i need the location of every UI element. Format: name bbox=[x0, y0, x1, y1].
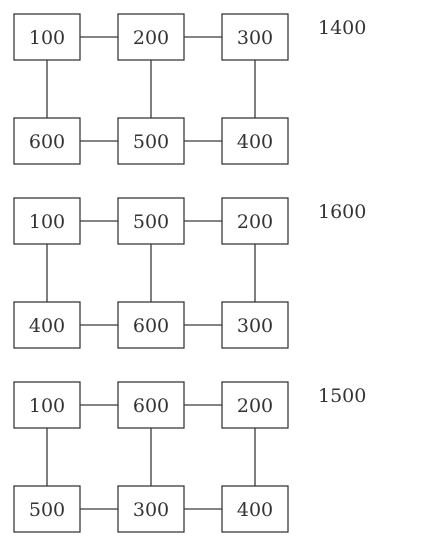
group-2-top-box-2-label: 500 bbox=[133, 211, 169, 233]
group-3-top-box-1-label: 100 bbox=[29, 395, 65, 417]
group-3-bottom-box-3: 400 bbox=[221, 485, 289, 533]
group-3-top-box-3-label: 200 bbox=[237, 395, 273, 417]
group-3-bottom-box-2-frame bbox=[117, 485, 185, 533]
group-2-bottom-box-1-frame bbox=[13, 301, 81, 349]
group-1-bottom-box-3-label: 400 bbox=[237, 131, 273, 153]
group-3-bottom-box-3-frame bbox=[221, 485, 289, 533]
group-1-top-box-2-frame bbox=[117, 13, 185, 61]
group-1-bottom-box-2: 500 bbox=[117, 117, 185, 165]
group-2-bottom-box-2-label: 600 bbox=[133, 315, 169, 337]
group-1-top-box-2: 200 bbox=[117, 13, 185, 61]
group-3-reference-label: 1500 bbox=[318, 385, 366, 407]
group-2-bottom-box-2-frame bbox=[117, 301, 185, 349]
group-2-bottom-box-3: 300 bbox=[221, 301, 289, 349]
group-1-bottom-box-2-frame bbox=[117, 117, 185, 165]
group-2-top-box-1-label: 100 bbox=[29, 211, 65, 233]
group-3-bottom-box-2: 300 bbox=[117, 485, 185, 533]
group-2-top-box-1: 100 bbox=[13, 197, 81, 245]
group-2-top-box-3-frame bbox=[221, 197, 289, 245]
group-2-top-box-1-frame bbox=[13, 197, 81, 245]
group-1-bottom-box-2-label: 500 bbox=[133, 131, 169, 153]
group-1-bottom-box-1-frame bbox=[13, 117, 81, 165]
group-3-bottom-box-3-label: 400 bbox=[237, 499, 273, 521]
group-2-reference-label: 1600 bbox=[318, 201, 366, 223]
group-1-bottom-box-3: 400 bbox=[221, 117, 289, 165]
group-2-top-box-3-label: 200 bbox=[237, 211, 273, 233]
group-1-top-box-1-frame bbox=[13, 13, 81, 61]
group-3-top-box-3: 200 bbox=[221, 381, 289, 429]
group-3-top-box-2-frame bbox=[117, 381, 185, 429]
group-1-top-box-1: 100 bbox=[13, 13, 81, 61]
group-1-bottom-box-1: 600 bbox=[13, 117, 81, 165]
group-2-bottom-box-1: 400 bbox=[13, 301, 81, 349]
group-3-bottom-box-1-frame bbox=[13, 485, 81, 533]
group-1-bottom-box-1-label: 600 bbox=[29, 131, 65, 153]
group-3-top-box-1: 100 bbox=[13, 381, 81, 429]
group-1-top-box-3-label: 300 bbox=[237, 27, 273, 49]
group-3-top-box-2-label: 600 bbox=[133, 395, 169, 417]
group-2-top-box-2: 500 bbox=[117, 197, 185, 245]
group-1-top-box-2-label: 200 bbox=[133, 27, 169, 49]
group-2-bottom-box-3-frame bbox=[221, 301, 289, 349]
group-1-top-box-3: 300 bbox=[221, 13, 289, 61]
group-2-top-box-3: 200 bbox=[221, 197, 289, 245]
group-3-top-box-3-frame bbox=[221, 381, 289, 429]
group-2-bottom-box-1-label: 400 bbox=[29, 315, 65, 337]
group-3-top-box-1-frame bbox=[13, 381, 81, 429]
group-2-top-box-2-frame bbox=[117, 197, 185, 245]
group-1-top-box-3-frame bbox=[221, 13, 289, 61]
group-1-reference-label: 1400 bbox=[318, 17, 366, 39]
group-1-bottom-box-3-frame bbox=[221, 117, 289, 165]
group-3-bottom-box-1-label: 500 bbox=[29, 499, 65, 521]
group-2-bottom-box-3-label: 300 bbox=[237, 315, 273, 337]
group-2-bottom-box-2: 600 bbox=[117, 301, 185, 349]
group-3-top-box-2: 600 bbox=[117, 381, 185, 429]
group-1-top-box-1-label: 100 bbox=[29, 27, 65, 49]
group-3-bottom-box-2-label: 300 bbox=[133, 499, 169, 521]
group-3-bottom-box-1: 500 bbox=[13, 485, 81, 533]
